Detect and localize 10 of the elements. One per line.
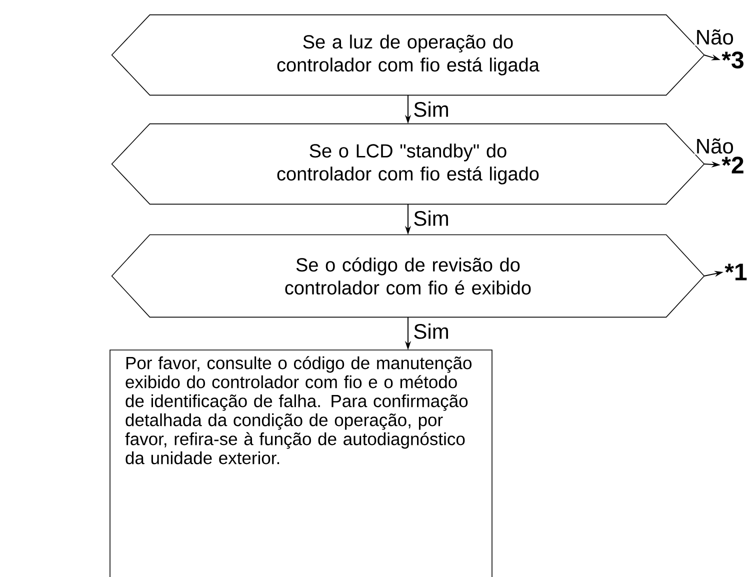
text-box: Por favor, consulte o código de manutenção exibido do controlador com fio e o método de identificação de falha. Para confirmação detalhada da condição de operação, por favor, refira-se à função de autodiagnóstico da unidade exterior. [110,350,492,577]
edge-label: Não [694,28,735,46]
reference-mark: *1 [724,264,747,280]
reference-mark: *2 [722,156,744,174]
edge-label: Sim [412,322,450,340]
reference-mark: *3 [722,51,744,68]
edge-label: Não [694,137,735,155]
decision-hexagon: Se o código de revisão do controlador com fio é exibido [111,234,705,318]
edge-label: Sim [412,100,450,118]
edge-label: Sim [412,209,450,227]
